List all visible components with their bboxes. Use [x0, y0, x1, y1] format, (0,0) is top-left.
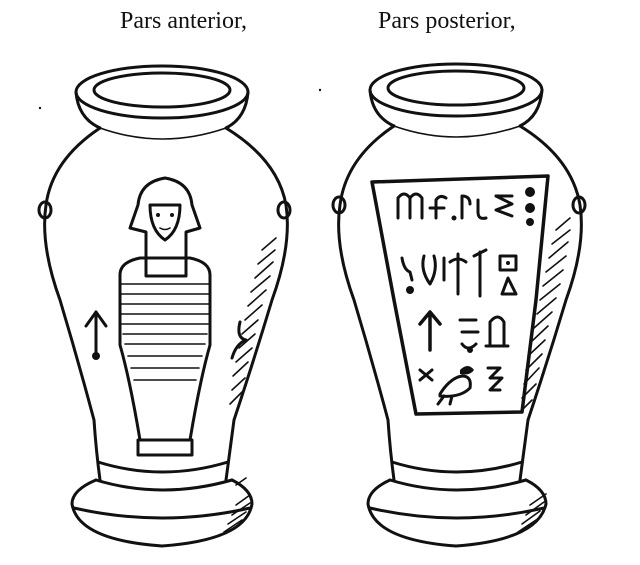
ink-speck: [318, 88, 322, 92]
ink-speck: [38, 106, 42, 110]
arrow-symbol-icon: [84, 310, 108, 360]
mummy-figure-icon: [118, 176, 212, 457]
caption-pars-anterior: Pars anterior,: [120, 8, 247, 34]
canopic-jar-front-icon: [37, 64, 292, 548]
hatching: [223, 237, 277, 533]
hieroglyph-row-1: [396, 187, 535, 226]
hieroglyph-row-3: [418, 310, 510, 353]
caption-pars-posterior: Pars posterior,: [378, 8, 516, 34]
squiggle-symbol-icon: [230, 320, 248, 360]
canopic-jar-back-icon: [331, 62, 587, 548]
hieroglyph-row-2: [400, 248, 518, 298]
hieroglyph-row-4: [418, 366, 504, 406]
hieroglyph-panel: [370, 174, 550, 416]
